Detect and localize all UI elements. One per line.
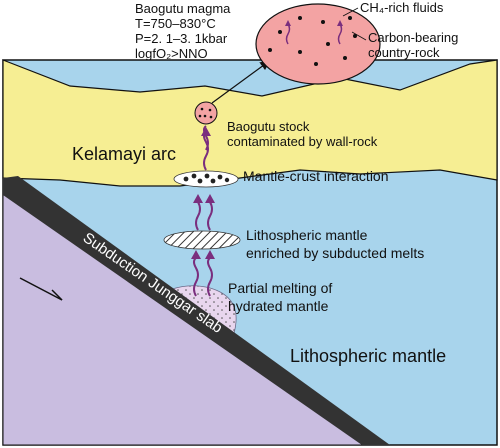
arc-label: Kelamayi arc <box>72 144 176 164</box>
zoom-arrow <box>211 60 270 104</box>
mantle-label: Lithospheric mantle <box>290 346 446 366</box>
magma-pressure: P=2. 1–3. 1kbar <box>135 31 228 46</box>
country-rock-label-line1: Carbon-bearing <box>368 30 458 45</box>
stock-label-line1: Baogutu stock <box>227 119 310 134</box>
country-rock-leader <box>351 31 367 41</box>
melting-label-line2: hydrated mantle <box>228 298 329 314</box>
interaction-label: Mantle-crust interaction <box>243 168 389 184</box>
melt-arrowheads <box>191 127 215 259</box>
country-rock-label-line2: country-rock <box>368 45 440 60</box>
magma-temperature: T=750–830°C <box>135 16 216 31</box>
magma-oxygen-fugacity: logfO₂>NNO <box>135 46 208 61</box>
subduction-direction-arrow <box>19 277 63 301</box>
enriched-label-line1: Lithospheric mantle <box>246 227 368 243</box>
fluids-leader <box>342 7 359 17</box>
enriched-label-line2: enriched by subducted melts <box>246 245 424 261</box>
fluids-label: CH₄-rich fluids <box>360 0 444 15</box>
inset-ellipse <box>255 3 381 85</box>
slab-edge <box>3 176 390 445</box>
stock-label-line2: contaminated by wall-rock <box>227 134 378 149</box>
baogutu-stock <box>194 101 218 125</box>
interaction-lens <box>173 170 239 188</box>
kelamayi-arc <box>2 59 498 187</box>
enriched-mantle-lens <box>163 230 241 250</box>
melting-label-line1: Partial melting of <box>228 280 332 296</box>
magma-name: Baogutu magma <box>135 1 231 16</box>
